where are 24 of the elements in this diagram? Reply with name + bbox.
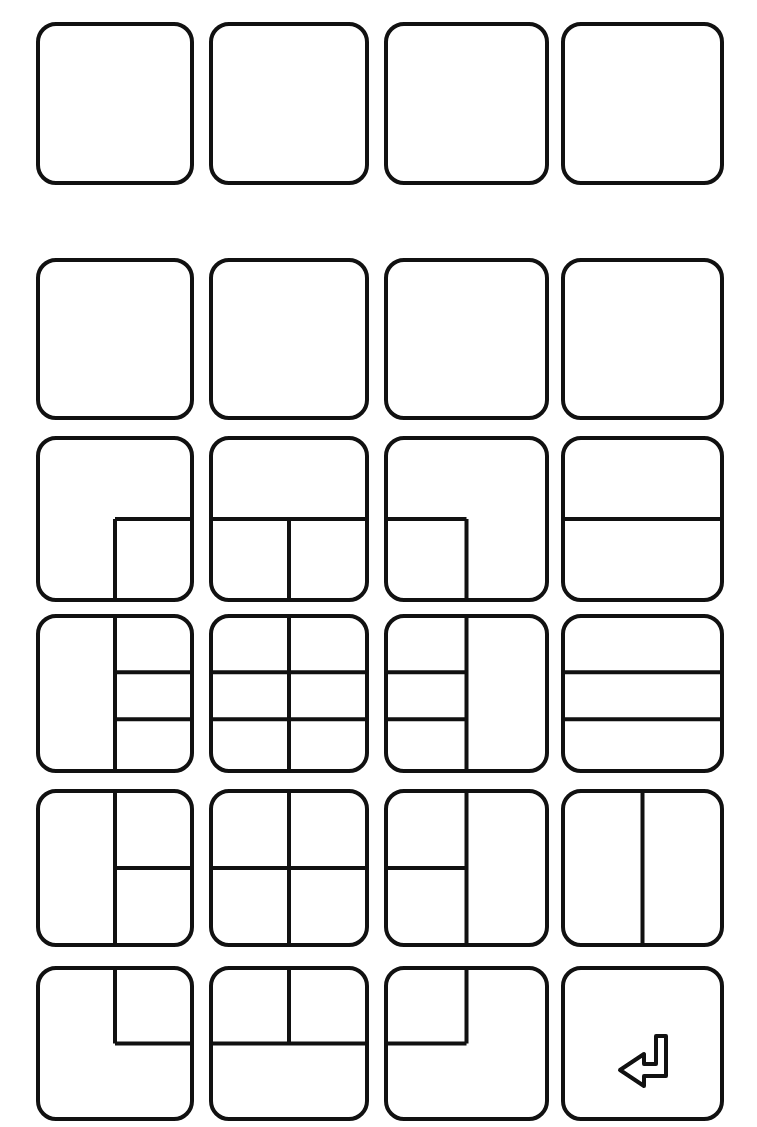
keypad-key <box>561 436 724 602</box>
keypad-key <box>36 789 194 947</box>
keypad-key <box>384 436 549 602</box>
keypad-key <box>384 966 549 1121</box>
keypad-key <box>209 789 369 947</box>
keypad-key <box>36 22 194 185</box>
keypad-key <box>36 436 194 602</box>
keypad-key <box>209 436 369 602</box>
keypad-key <box>384 22 549 185</box>
keypad-key <box>209 614 369 773</box>
keypad-key <box>561 966 724 1121</box>
keypad-key <box>561 789 724 947</box>
keypad-key <box>36 258 194 420</box>
keypad-key <box>209 258 369 420</box>
keypad-key <box>209 966 369 1121</box>
keypad-key <box>384 789 549 947</box>
keypad-key <box>209 22 369 185</box>
keypad-key <box>561 22 724 185</box>
keypad-key <box>561 614 724 773</box>
keypad-key <box>384 258 549 420</box>
keypad-key <box>384 614 549 773</box>
keypad-key <box>36 614 194 773</box>
keypad-key <box>36 966 194 1121</box>
keypad-key <box>561 258 724 420</box>
